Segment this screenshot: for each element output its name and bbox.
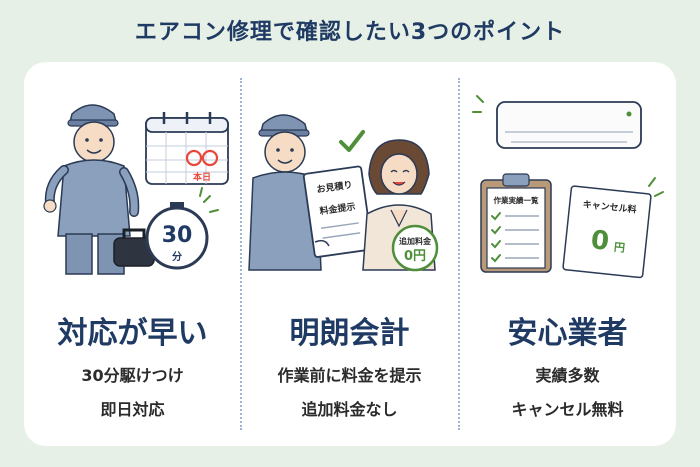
point-title: 安心業者 <box>507 316 628 351</box>
column-divider <box>240 78 242 430</box>
timer-value: 30 <box>162 223 193 248</box>
check-icon <box>339 130 365 152</box>
point-detail: 実績多数 <box>535 366 600 385</box>
point-column-trust: 作業実績一覧 キャンセル料 0 円 <box>459 62 676 446</box>
trust-illustration: 作業実績一覧 キャンセル料 0 円 <box>472 95 664 279</box>
point-detail: 即日対応 <box>100 400 165 419</box>
point-column-speed: 本日 30 分 対応が早い 30分駆けつけ 即日対応 <box>24 62 241 446</box>
estimate-document-icon: お見積り 料金提示 <box>302 165 374 258</box>
card-value: 0 <box>589 225 610 257</box>
additional-fee-badge: 追加料金 0円 <box>391 224 439 272</box>
pricing-illustration: お見積り 料金提示 追加料金 0円 <box>248 114 439 272</box>
badge-value: 0円 <box>404 249 426 264</box>
point-column-pricing: お見積り 料金提示 追加料金 0円 明朗会計 作業前に料金を提示 追加料金なし <box>241 62 458 446</box>
worker-illustration <box>43 104 140 275</box>
air-conditioner-icon <box>472 95 642 149</box>
point-detail: 作業前に料金を提示 <box>277 366 422 385</box>
card-unit: 円 <box>613 241 625 255</box>
point-title: 対応が早い <box>57 316 208 351</box>
cancel-fee-card-icon: キャンセル料 0 円 <box>562 177 664 279</box>
column-divider <box>458 78 460 430</box>
clipboard-heading: 作業実績一覧 <box>494 195 539 205</box>
point-detail: 追加料金なし <box>301 400 398 419</box>
calendar-icon: 本日 <box>145 112 229 185</box>
point-detail: 30分駆けつけ <box>81 366 184 385</box>
clipboard-icon: 作業実績一覧 <box>480 173 552 273</box>
badge-label: 追加料金 <box>399 236 432 246</box>
point-detail: キャンセル無料 <box>511 400 624 419</box>
calendar-today-label: 本日 <box>193 171 211 183</box>
stopwatch-icon: 30 分 <box>145 187 219 270</box>
page-title: エアコン修理で確認したい3つのポイント <box>134 20 566 45</box>
worker-illustration <box>248 114 322 271</box>
timer-unit: 分 <box>172 250 182 263</box>
speed-illustration: 本日 30 分 <box>43 104 229 275</box>
point-title: 明朗会計 <box>289 316 410 351</box>
